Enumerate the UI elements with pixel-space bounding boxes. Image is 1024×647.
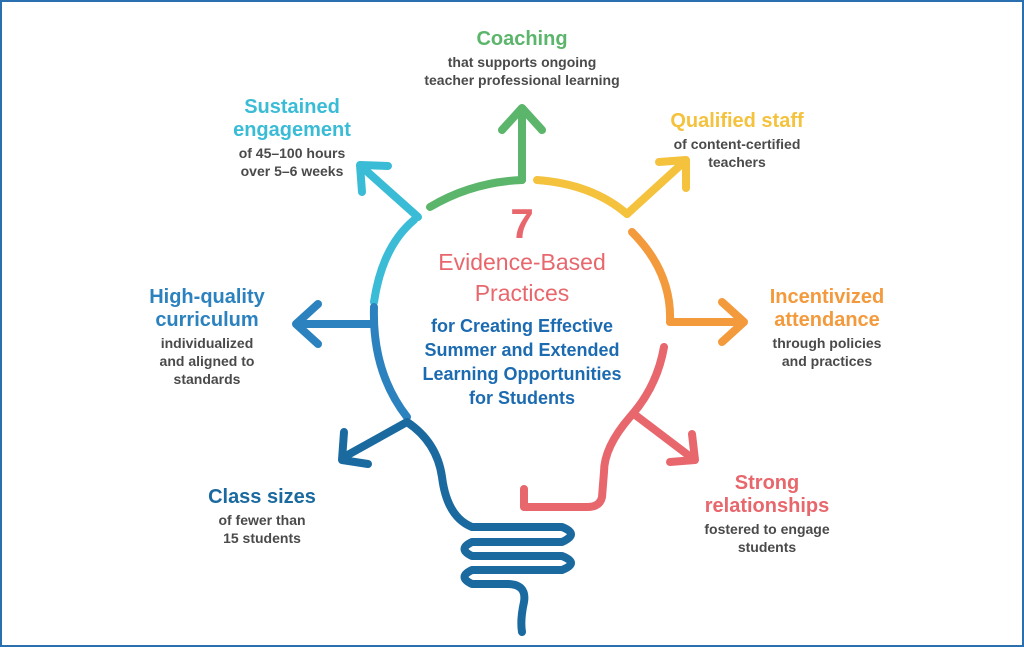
center-subtitle-line3: Learning Opportunities — [422, 364, 622, 384]
coaching-title: Coaching — [476, 28, 568, 50]
qualified-staff-desc-line2: teachers — [708, 154, 766, 170]
strong-relationships-arrow — [520, 343, 699, 511]
incentivized-attendance-title-line2: attendance — [774, 309, 880, 331]
high-quality-curriculum-desc-line3: standards — [173, 371, 241, 387]
strong-relationships-label: Strong relationships fostered to engage … — [682, 472, 852, 556]
sustained-engagement-desc-line1: of 45–100 hours — [238, 145, 346, 161]
high-quality-curriculum-title-line1: High-quality — [149, 286, 265, 308]
center-title-block: 7 Evidence-Based Practices for Creating … — [387, 202, 657, 410]
coaching-desc-line2: teacher professional learning — [424, 72, 620, 88]
high-quality-curriculum-title-line2: curriculum — [155, 309, 259, 331]
center-subtitle-line1: for Creating Effective — [430, 316, 614, 336]
strong-relationships-title-line1: Strong — [734, 472, 800, 494]
strong-relationships-desc-line2: students — [737, 539, 797, 555]
qualified-staff-desc-line1: of content-certified — [673, 136, 801, 152]
coaching-arrow — [426, 104, 546, 211]
center-subtitle-line4: for Students — [469, 388, 575, 408]
high-quality-curriculum-desc-line1: individualized — [160, 335, 254, 351]
high-quality-curriculum-arrow — [292, 300, 411, 421]
center-heading-line2: Practices — [474, 280, 570, 306]
qualified-staff-label: Qualified staff of content-certified tea… — [642, 110, 832, 171]
strong-relationships-desc-line1: fostered to engage — [704, 521, 830, 537]
class-sizes-arrow — [338, 418, 575, 636]
sustained-engagement-desc-line2: over 5–6 weeks — [240, 163, 344, 179]
class-sizes-title: Class sizes — [208, 486, 316, 508]
qualified-staff-arrow — [533, 156, 690, 218]
strong-relationships-title-line2: relationships — [704, 495, 830, 517]
high-quality-curriculum-label: High-quality curriculum individualized a… — [127, 286, 287, 388]
coaching-label: Coaching that supports ongoing teacher p… — [397, 28, 647, 89]
center-subtitle-line2: Summer and Extended — [424, 340, 620, 360]
sustained-engagement-label: Sustained engagement of 45–100 hours ove… — [212, 96, 372, 180]
high-quality-curriculum-desc-line2: and aligned to — [159, 353, 255, 369]
class-sizes-label: Class sizes of fewer than 15 students — [187, 486, 337, 547]
qualified-staff-title: Qualified staff — [670, 110, 804, 132]
incentivized-attendance-title-line1: Incentivized — [769, 286, 885, 308]
incentivized-attendance-label: Incentivized attendance through policies… — [742, 286, 912, 370]
sustained-engagement-title-line1: Sustained — [244, 96, 340, 118]
class-sizes-desc-line1: of fewer than — [218, 512, 306, 528]
practice-count: 7 — [510, 200, 534, 247]
incentivized-attendance-arrow — [628, 228, 748, 346]
incentivized-attendance-desc-line2: and practices — [781, 353, 873, 369]
coaching-desc-line1: that supports ongoing — [447, 54, 597, 70]
sustained-engagement-title-line2: engagement — [233, 119, 351, 141]
incentivized-attendance-desc-line1: through policies — [772, 335, 882, 351]
center-heading-line1: Evidence-Based — [438, 249, 606, 275]
sustained-engagement-arrow — [356, 161, 422, 306]
class-sizes-desc-line2: 15 students — [223, 530, 301, 546]
